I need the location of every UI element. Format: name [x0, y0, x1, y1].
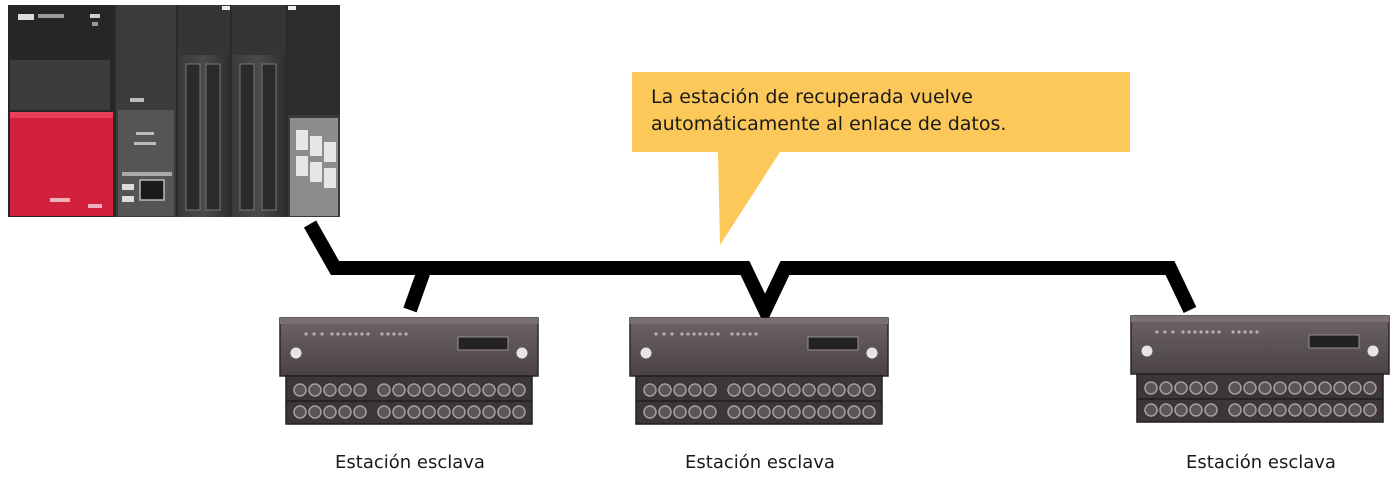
station-label-2: Estación esclava [685, 452, 835, 473]
cpu-module [8, 5, 114, 217]
slave-station-2 [629, 317, 889, 425]
plc-rack [8, 5, 340, 217]
callout-bubble [632, 72, 1130, 245]
station-label-1: Estación esclava [335, 452, 485, 473]
io-module-c [222, 5, 286, 217]
callout-line-1: La estación de recuperada vuelve [651, 86, 973, 108]
io-module-b [178, 5, 230, 217]
station-label-3: Estación esclava [1186, 452, 1336, 473]
slave-station-3 [1130, 315, 1390, 423]
slave-station-1 [279, 317, 539, 425]
network-cable [303, 220, 1197, 327]
callout-text: La estación de recuperada vuelve automát… [651, 84, 1121, 138]
io-module-a [116, 5, 176, 217]
end-module [288, 5, 340, 217]
callout-line-2: automáticamente al enlace de datos. [651, 113, 1007, 135]
